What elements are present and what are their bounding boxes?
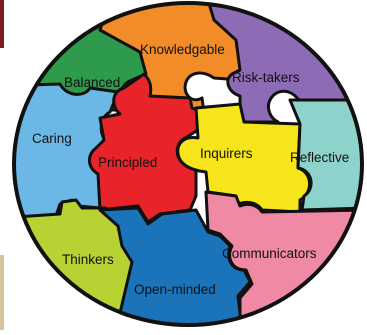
label-risk-takers: Risk-takers: [232, 70, 300, 85]
label-principled: Principled: [98, 155, 157, 170]
label-knowledgable: Knowledgable: [140, 42, 225, 57]
label-caring: Caring: [32, 131, 72, 146]
label-inquirers: Inquirers: [200, 146, 253, 161]
label-reflective: Reflective: [290, 150, 349, 165]
left-edge-strip-top: [0, 0, 4, 48]
circle-outline: [12, 1, 364, 327]
label-thinkers: Thinkers: [62, 252, 114, 267]
left-edge-strip-bottom: [0, 255, 4, 330]
label-communicators: Communicators: [222, 246, 317, 261]
label-open-minded: Open-minded: [134, 282, 216, 297]
label-balanced: Balanced: [64, 75, 120, 90]
